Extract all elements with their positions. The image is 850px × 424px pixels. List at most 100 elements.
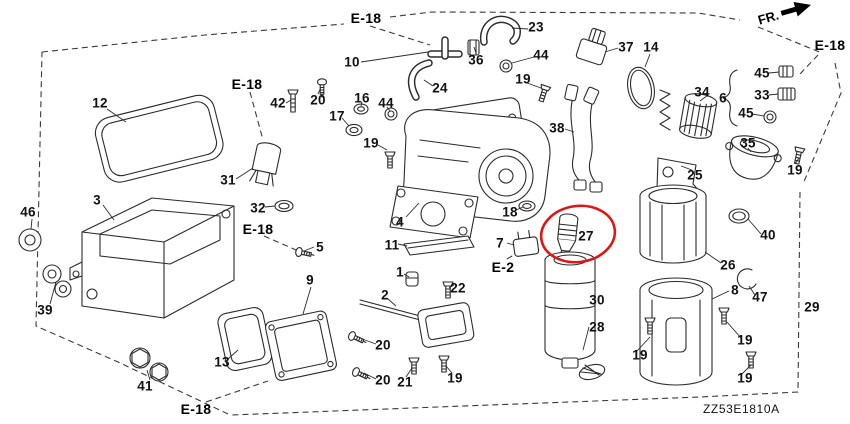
bolt-41-art [129,347,169,382]
bolt-42-art [287,89,299,113]
part-label-46: 46 [20,204,36,220]
part-label-38: 38 [549,120,565,136]
part-label-44: 44 [533,47,549,63]
valve-31-art [249,142,282,187]
part-label-16: 16 [354,90,370,106]
part-label-19: 19 [737,332,753,348]
part-label-17: 17 [329,108,345,124]
section-ref-e-18: E-18 [814,37,846,53]
part-label-11: 11 [384,237,400,253]
part-label-1: 1 [396,264,404,280]
grommet-39-art [42,264,72,298]
part-label-9: 9 [306,272,314,288]
part-label-20: 20 [375,372,391,388]
part-label-40: 40 [760,227,776,243]
part-label-41: 41 [137,378,153,394]
section-ref-e-18: E-18 [231,76,263,92]
clip-47-art [736,268,757,290]
joint-36-art [467,39,480,56]
part-label-13: 13 [214,354,230,370]
part-label-34: 34 [694,84,710,100]
part-label-8: 8 [731,282,739,298]
fuel-pump-30-art [544,251,596,369]
part-label-31: 31 [220,172,236,188]
part-label-47: 47 [752,289,768,305]
part-label-19: 19 [447,370,463,386]
oring-14-art [627,66,655,110]
cap-35-art [725,135,782,180]
pipe-23-art [479,15,521,46]
part-label-25: 25 [687,167,703,183]
part-label-19: 19 [737,370,753,386]
gasket-12-art [94,94,224,183]
strainer-28-art [578,363,606,381]
part-label-45: 45 [754,65,770,81]
sensor-37-art [575,27,608,66]
part-label-30: 30 [589,292,605,308]
part-label-29: 29 [804,299,820,315]
washer-16-art [353,103,369,115]
spring-art [659,89,671,131]
fitting-45a-art [778,65,794,78]
part-label-2: 2 [381,287,389,303]
part-label-23: 23 [528,19,544,35]
leader-lines [30,27,800,381]
part-label-26: 26 [720,257,736,273]
cover-9-art [264,310,337,382]
part-label-6: 6 [719,90,727,106]
relay-box-art [417,302,475,348]
part-label-22: 22 [450,280,466,296]
part-label-21: 21 [397,374,413,390]
part-label-28: 28 [589,319,605,335]
sensor-7-art [512,230,540,257]
part-label-14: 14 [643,39,659,55]
part-label-18: 18 [502,204,518,220]
part-label-39: 39 [37,302,53,318]
part-label-35: 35 [740,135,756,151]
part-label-3: 3 [93,192,101,208]
plate-11-art [403,235,475,256]
carburetor-body-4-art [389,97,551,239]
washer-17-art [345,123,363,137]
part-label-19: 19 [787,162,803,178]
part-label-12: 12 [92,95,108,111]
harness-38-art [564,83,603,193]
diagram-code: ZZ53E1810A [703,402,780,416]
part-label-32: 32 [250,200,266,216]
part-label-20: 20 [375,337,391,353]
part-label-36: 36 [468,52,484,68]
grommet-1-art [405,271,419,287]
injector-27-art [557,213,579,260]
part-label-37: 37 [618,39,634,55]
part-label-44: 44 [378,95,394,111]
section-ref-e-18: E-18 [180,401,212,417]
part-label-7: 7 [496,235,504,251]
part-label-45: 45 [738,105,754,121]
ring-44-art [384,59,513,121]
cup-26-art [639,184,707,264]
section-ref-e-2: E-2 [491,259,515,275]
dashed-boundary-lines [35,11,842,416]
oring-40-art [728,208,750,224]
strainer-34-art [679,93,718,139]
float-chamber-3-art [69,197,235,319]
part-label-27: 27 [578,228,594,244]
part-label-42: 42 [270,95,286,111]
fitting-45b-art [763,110,777,124]
section-ref-e-18: E-18 [350,10,382,26]
seal-46-art [18,228,42,252]
part-label-4: 4 [396,214,404,230]
part-label-24: 24 [432,80,448,96]
rod-2-art [359,299,425,322]
fr-direction-label: FR. [756,0,817,29]
part-label-33: 33 [754,87,770,103]
tee-fitting-10-art [427,36,463,60]
fr-arrow-icon [780,2,811,17]
group-bracket-6-art [722,69,738,127]
section-ref-e-18: E-18 [242,221,274,237]
part-label-19: 19 [515,71,531,87]
part-label-19: 19 [363,135,379,151]
part-label-5: 5 [316,239,324,255]
